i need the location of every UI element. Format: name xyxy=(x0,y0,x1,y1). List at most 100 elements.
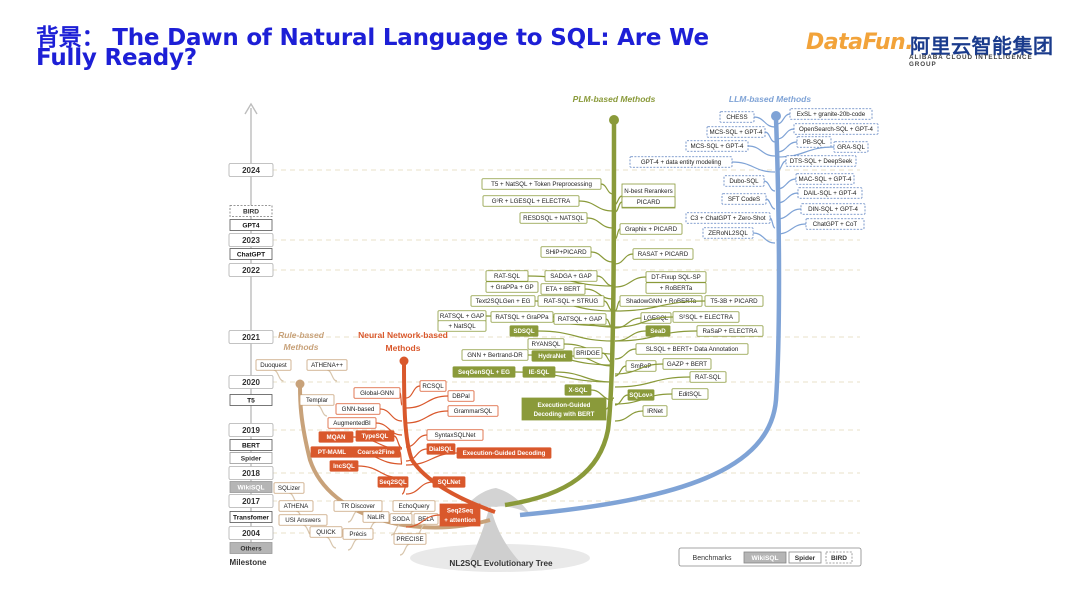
method-node xyxy=(564,384,592,396)
method-label: + attention xyxy=(444,517,476,524)
method-node xyxy=(318,431,354,443)
branch-twig xyxy=(753,116,776,128)
method-label: OpenSearch-SQL + GPT-4 xyxy=(799,126,873,133)
method-node xyxy=(531,350,573,362)
method-node xyxy=(635,343,749,355)
year-label: 2024 xyxy=(242,166,260,175)
method-node xyxy=(702,227,754,239)
neural-branch xyxy=(402,361,496,514)
method-label: Templar xyxy=(306,397,328,404)
milestone-axis-label: Milestone xyxy=(230,558,267,567)
method-label: ChatGPT + CoT xyxy=(813,221,858,228)
method-node xyxy=(362,511,390,523)
method-label: MCS-SQL + GPT-4 xyxy=(691,143,744,150)
method-node xyxy=(800,203,866,215)
branch-twig xyxy=(326,369,338,382)
alibaba-cloud-subtitle: ALIBABA CLOUD INTELLIGENCE GROUP xyxy=(909,54,1033,68)
method-node xyxy=(706,126,766,138)
method-label: ATHENA++ xyxy=(311,362,343,369)
method-label: G³R + LGESQL + ELECTRA xyxy=(492,198,571,205)
branch-twig xyxy=(600,183,614,195)
year-label: 2017 xyxy=(242,497,260,506)
legend-item-label: Spider xyxy=(795,555,816,562)
branch-twig xyxy=(614,253,634,265)
method-label: EchoQuery xyxy=(399,503,431,510)
method-node xyxy=(355,430,395,442)
method-label: GPT-4 + data entity modeling xyxy=(641,159,722,166)
branch-twig xyxy=(578,200,614,212)
method-node xyxy=(797,187,863,199)
branch-twig xyxy=(405,481,434,495)
method-label: SQLova xyxy=(629,392,653,399)
milestone-box xyxy=(229,248,273,260)
neural-branch-tip xyxy=(399,356,409,366)
method-node xyxy=(481,178,602,190)
slide-title: 背景： The Dawn of Natural Language to SQL:… xyxy=(36,25,709,71)
branch-twig xyxy=(614,363,664,375)
method-label: RCSQL xyxy=(422,383,444,390)
method-label: GNN + Bertrand-DR xyxy=(467,352,523,359)
method-node xyxy=(426,429,484,441)
method-label: SQLNet xyxy=(438,479,461,486)
method-node xyxy=(419,380,447,392)
branch-twig xyxy=(357,465,403,479)
method-node xyxy=(342,528,374,540)
branch-twig xyxy=(605,318,614,330)
branch-twig xyxy=(590,389,614,401)
method-label: Duoquest xyxy=(260,362,287,369)
milestone-box xyxy=(229,452,273,464)
method-label: Execution-Guided Decoding xyxy=(463,450,546,457)
method-label: PT-MAML xyxy=(318,449,346,456)
branch-twig xyxy=(613,195,623,206)
milestone-box xyxy=(229,511,273,523)
year-label: 2023 xyxy=(242,236,260,245)
branch-twig xyxy=(747,145,776,157)
method-label: DBPal xyxy=(452,393,470,400)
method-label: RATSQL + GAP xyxy=(558,316,602,323)
method-label: DIN-SQL + GPT-4 xyxy=(808,206,858,213)
method-node xyxy=(672,311,740,323)
branch-twig xyxy=(764,131,776,143)
method-label: DTS-SQL + DeepSeek xyxy=(790,158,853,165)
branch-twig xyxy=(537,330,614,342)
method-label: IncSQL xyxy=(333,463,355,470)
method-node xyxy=(299,394,335,406)
method-label: Dubo-SQL xyxy=(729,178,759,185)
method-node xyxy=(540,283,586,295)
method-label: ETA + BERT xyxy=(546,286,581,293)
branch-twig xyxy=(614,330,698,342)
method-label: SODA xyxy=(392,516,410,523)
method-node xyxy=(645,282,707,294)
method-label: Text2SQLGen + EG xyxy=(476,298,531,305)
branch-twig xyxy=(731,161,776,173)
branch-twig xyxy=(614,276,647,288)
tree-title: NL2SQL Evolutionary Tree xyxy=(449,559,553,568)
milestone-box xyxy=(229,219,273,231)
branch-twig xyxy=(763,180,776,192)
legend-item xyxy=(825,551,853,564)
branch-twig xyxy=(316,404,328,417)
method-label: BELA xyxy=(418,516,435,523)
method-node xyxy=(439,503,481,527)
branch-twig xyxy=(603,300,614,312)
method-node xyxy=(642,405,668,417)
method-node xyxy=(522,366,556,378)
method-label: RYANSQL xyxy=(532,341,562,348)
year-label: 2021 xyxy=(242,333,260,342)
method-node xyxy=(333,500,383,512)
method-label: SmBoP xyxy=(631,363,652,370)
branch-twig xyxy=(752,232,776,244)
method-label: SFT CodeS xyxy=(728,196,760,203)
method-node xyxy=(645,271,707,283)
method-node xyxy=(793,123,879,135)
datafun-logo: DataFun. xyxy=(806,30,914,55)
method-node xyxy=(689,371,727,383)
legend-title: Benchmarks xyxy=(693,555,732,562)
method-label: + GraPPa + GP xyxy=(490,284,533,291)
milestone-box xyxy=(229,394,273,406)
method-node xyxy=(704,295,764,307)
method-label: Execution-Guided xyxy=(538,402,591,409)
branch-twig xyxy=(584,288,614,300)
method-node xyxy=(805,218,865,230)
legend-item xyxy=(788,551,822,564)
